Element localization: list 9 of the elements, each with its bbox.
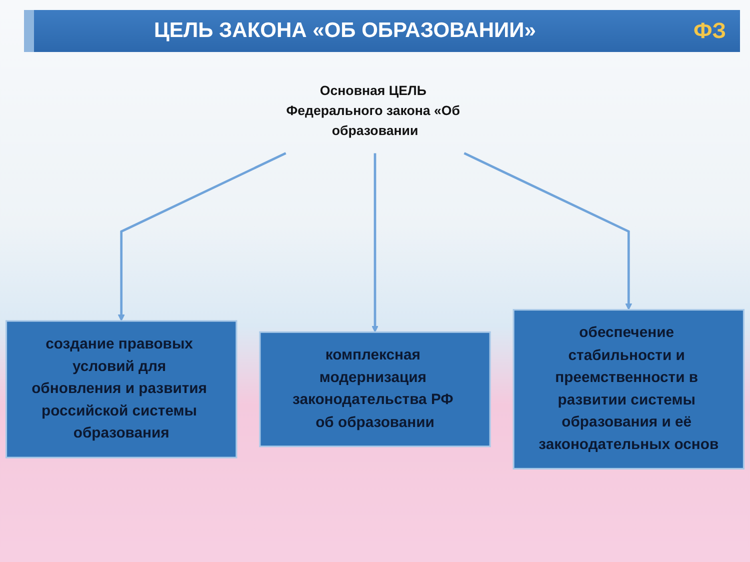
heading-text: Основная ЦЕЛЬ Федерального закона «Об образовании <box>286 83 460 138</box>
arrow <box>118 152 286 322</box>
title: ЦЕЛЬ ЗАКОНА «ОБ ОБРАЗОВАНИИ» <box>154 19 536 43</box>
process-box: комплексная модернизация законодательства РФ об образовании <box>259 331 491 448</box>
process-box: создание правовых условий для обновления и развития российской системы образования <box>5 320 238 458</box>
arrow <box>464 152 632 310</box>
arrow <box>372 153 378 332</box>
process-box: обеспечение стабильности и преемственности в развитии системы образования и её законодательных основ <box>512 309 745 470</box>
label-text: ФЗ <box>693 18 726 43</box>
